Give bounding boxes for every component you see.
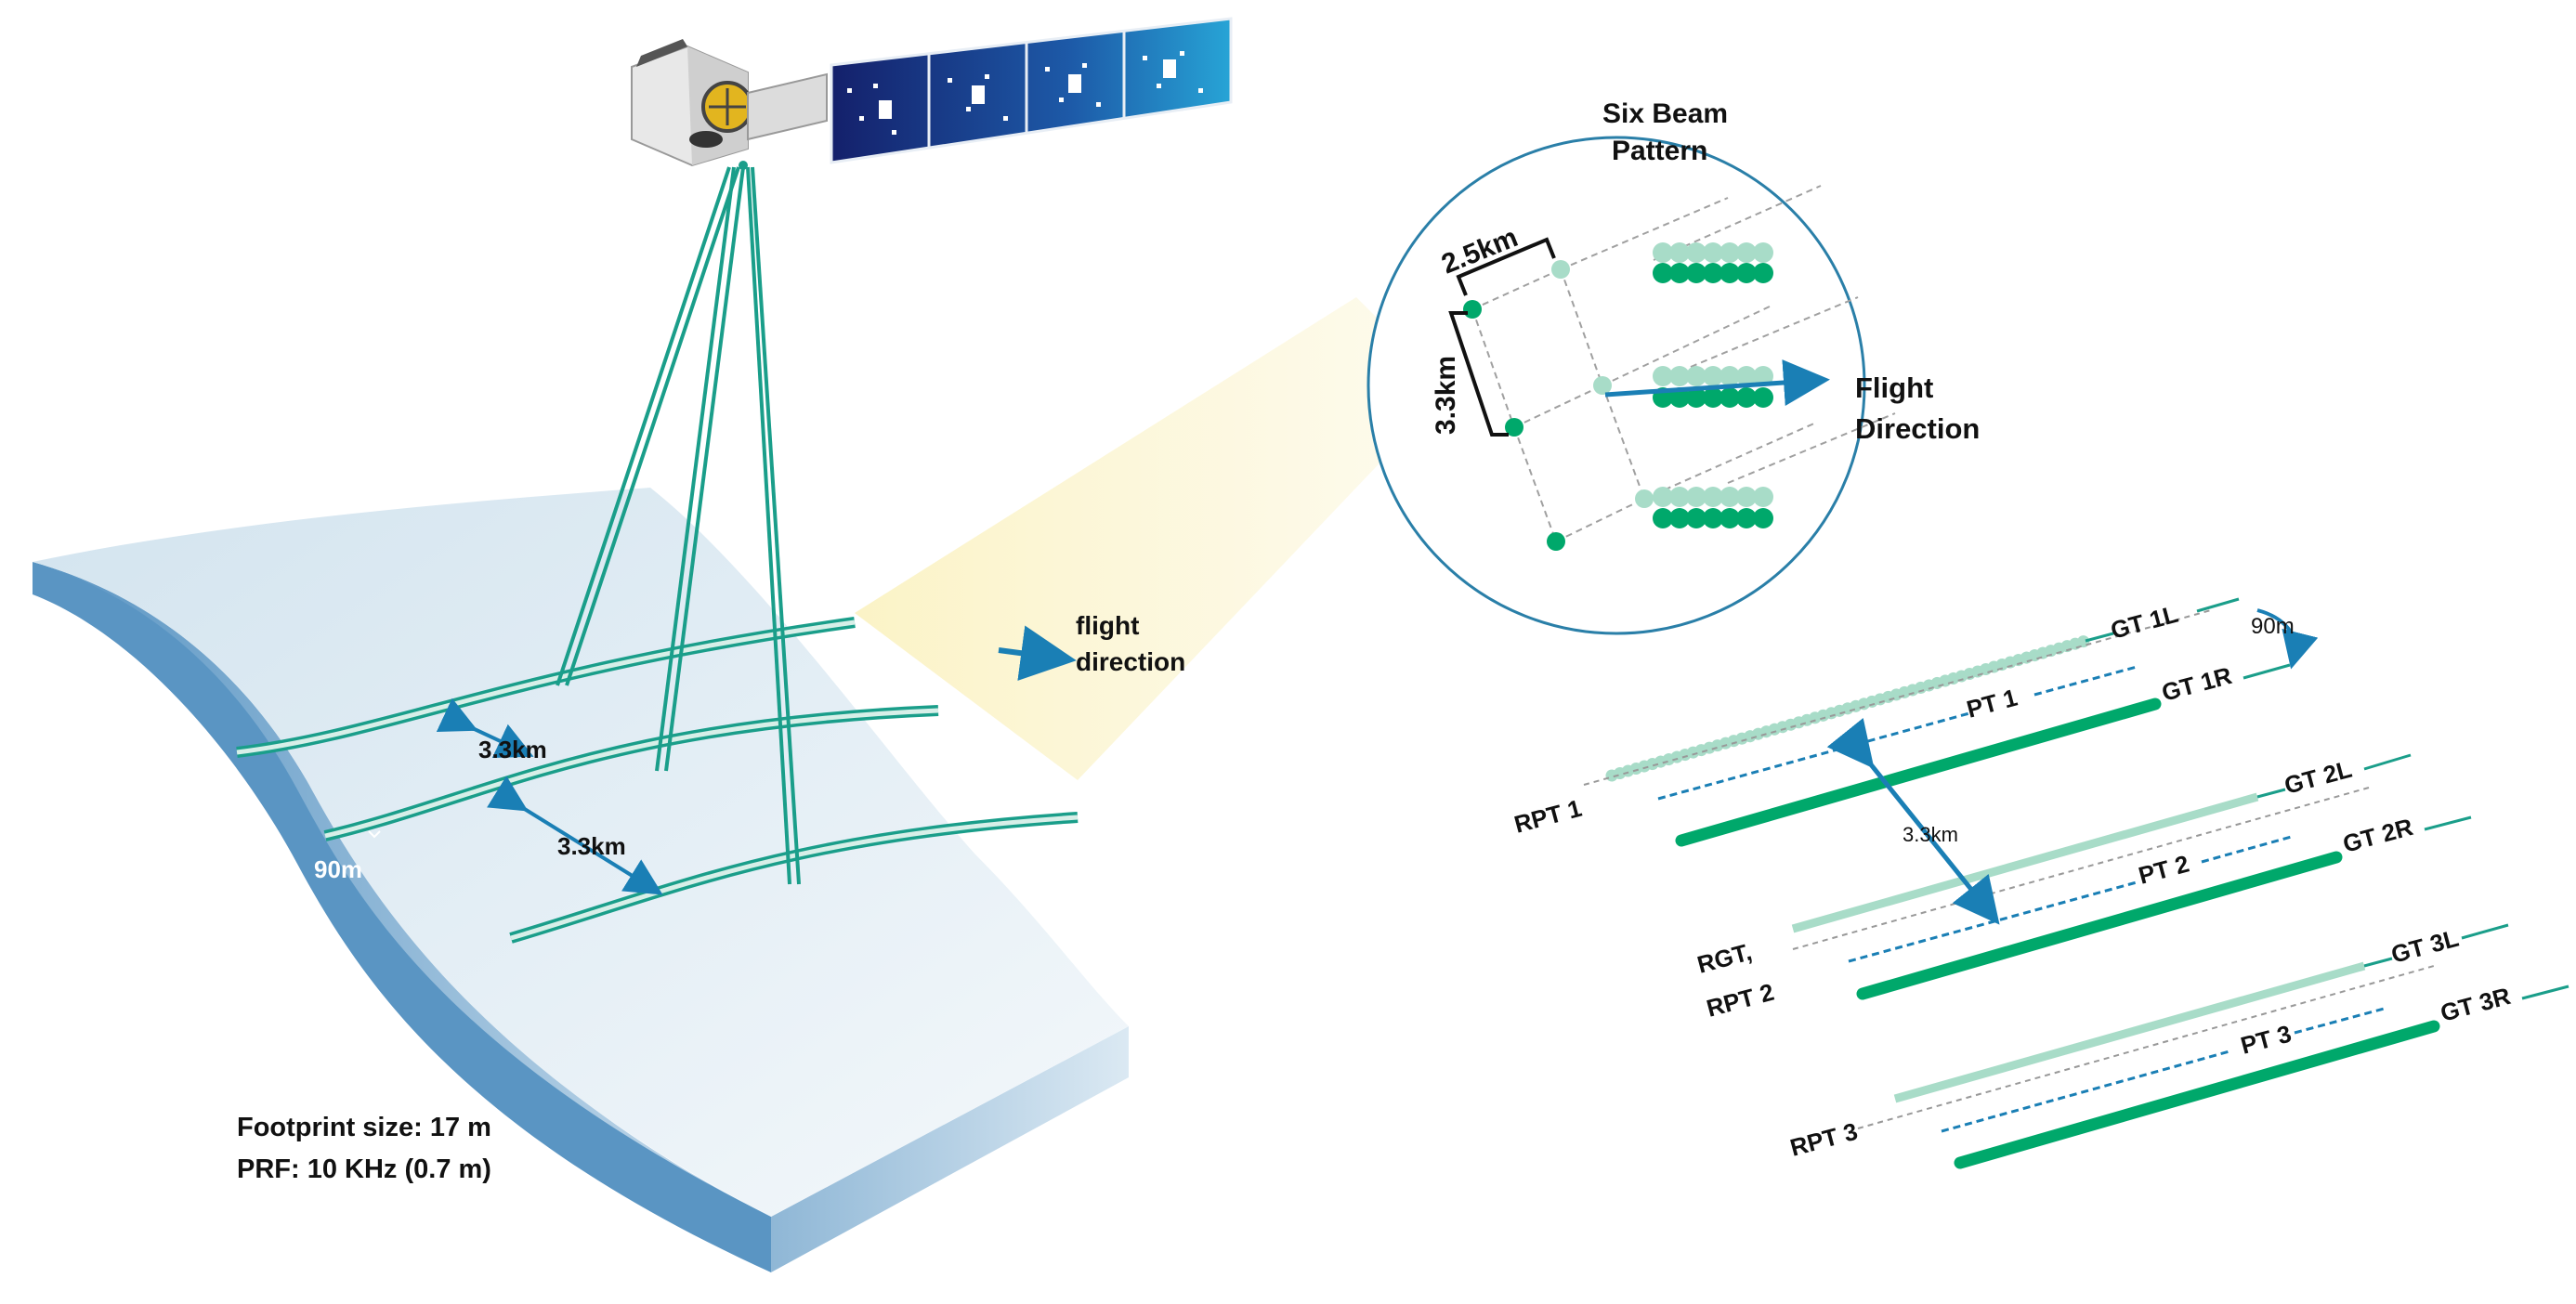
ice-distance-label-a: 3.3km [478, 736, 547, 763]
tracks-spacing-label-90m: 90m [2251, 614, 2295, 639]
pt2-label: PT 2 [2136, 850, 2192, 890]
flight-direction-label-1: Flight [1855, 372, 1933, 404]
projection-cone [855, 297, 1449, 780]
ice-spacing-label-90m: 90m [314, 855, 362, 883]
ice-distance-label-b: 3.3km [557, 832, 626, 860]
gt2r-label: GT 2R [2340, 813, 2416, 858]
six-beam-title-line1: Six Beam [1602, 98, 1728, 129]
ice-labels: 3.3km 3.3km 90m Footprint size: 17 m PRF… [237, 698, 663, 1184]
pt3-label: PT 3 [2238, 1020, 2295, 1060]
satellite [631, 17, 1233, 170]
footprint-cluster-1 [1653, 242, 1773, 283]
flight-direction-lower-label-2: direction [1076, 647, 1185, 676]
gt3r-label: GT 3R [2438, 982, 2514, 1027]
rgt-label-line2: RPT 2 [1704, 978, 1777, 1023]
flight-direction-label-2: Direction [1855, 412, 1980, 445]
laser-beams [556, 166, 801, 885]
flight-direction-lower: flight direction [998, 611, 1185, 681]
footprint-size-text: Footprint size: 17 m [237, 1113, 491, 1142]
footprint-cluster-2 [1653, 366, 1773, 408]
footprint-cluster-3 [1653, 487, 1773, 528]
ground-tracks-schematic: 3.3km 90m GT 1L GT 1R PT 1 RPT 1 GT 2L G… [1511, 597, 2569, 1169]
gt1l-label: GT 1L [2108, 600, 2181, 645]
rpt3-label: RPT 3 [1787, 1117, 1861, 1162]
gt2l-label: GT 2L [2282, 755, 2355, 800]
prf-text: PRF: 10 KHz (0.7 m) [237, 1154, 491, 1184]
ice-ground-tracks [236, 617, 1079, 944]
rpt1-label: RPT 1 [1511, 794, 1585, 839]
gt1r-label: GT 1R [2159, 661, 2235, 707]
six-beam-pattern-inset: Six Beam Pattern [1366, 98, 1980, 635]
tracks-spacing-label-3-3km: 3.3km [1903, 823, 1958, 846]
flight-direction-lower-label-1: flight [1076, 611, 1139, 640]
six-beam-title-line2: Pattern [1612, 136, 1707, 166]
rgt-label-line1: RGT, [1694, 937, 1755, 978]
gt3l-label: GT 3L [2388, 924, 2462, 969]
distance-label-3-3km: 3.3km [1431, 356, 1461, 435]
pt1-label: PT 1 [1964, 684, 2020, 724]
